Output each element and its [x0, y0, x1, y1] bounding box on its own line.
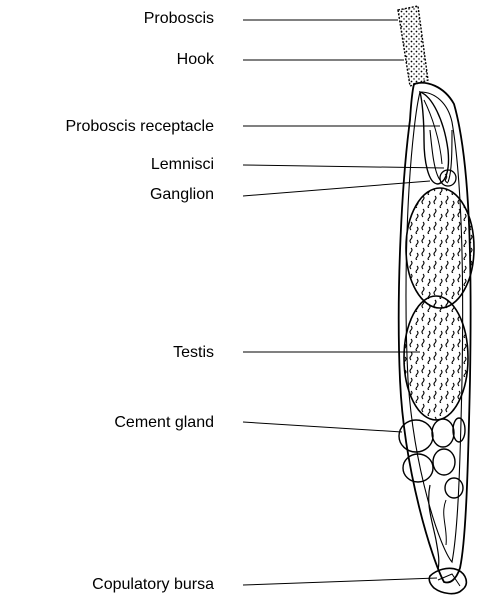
- copulatory-bursa-shape: [429, 568, 466, 593]
- leader-lemnisci: [243, 165, 444, 168]
- leader-copulatory-bursa: [243, 578, 437, 585]
- leader-lines: [243, 20, 444, 585]
- leader-ganglion: [243, 181, 430, 196]
- proboscis-receptacle-shape: [420, 92, 449, 184]
- lemnisci-shape: [430, 130, 440, 180]
- ganglion-shape: [440, 170, 456, 186]
- leader-cement-gland: [243, 422, 402, 432]
- testis-anterior: [406, 188, 474, 308]
- proboscis-shape: [398, 6, 428, 86]
- testis-posterior: [404, 296, 468, 420]
